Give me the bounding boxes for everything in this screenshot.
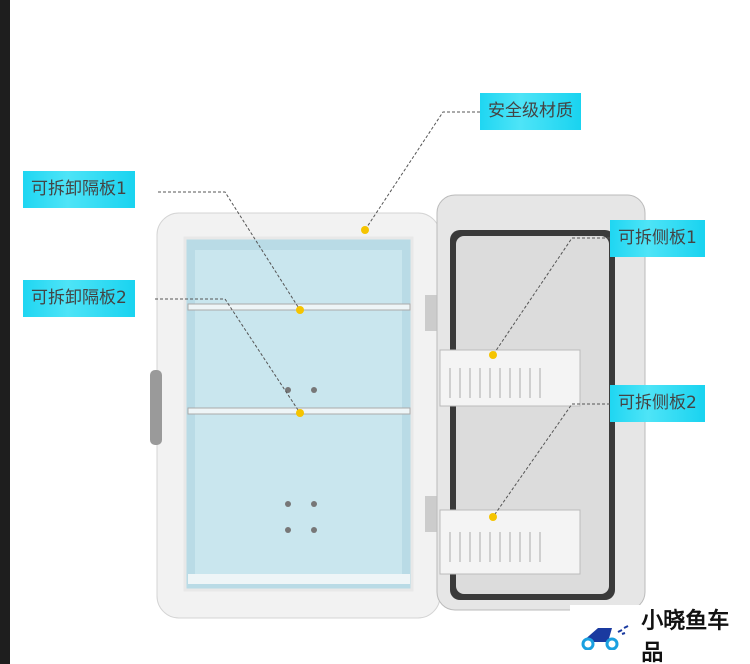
watermark-text: 小晓鱼车品 <box>641 608 730 664</box>
bottom-tray <box>188 574 410 584</box>
marker-dots <box>296 226 497 521</box>
label-material: 安全级材质 <box>480 93 581 130</box>
left-edge-strip <box>0 0 10 664</box>
watermark: 小晓鱼车品 <box>570 605 750 664</box>
label-side-panel-2: 可拆侧板2 <box>610 385 705 422</box>
label-side-panel-1: 可拆侧板1 <box>610 220 705 257</box>
side-handle <box>150 370 162 445</box>
label-shelf-2: 可拆卸隔板2 <box>23 280 135 317</box>
door-panel <box>456 236 609 594</box>
car-logo-icon <box>581 624 629 650</box>
label-shelf-1: 可拆卸隔板1 <box>23 171 135 208</box>
leader-lines <box>155 111 610 518</box>
